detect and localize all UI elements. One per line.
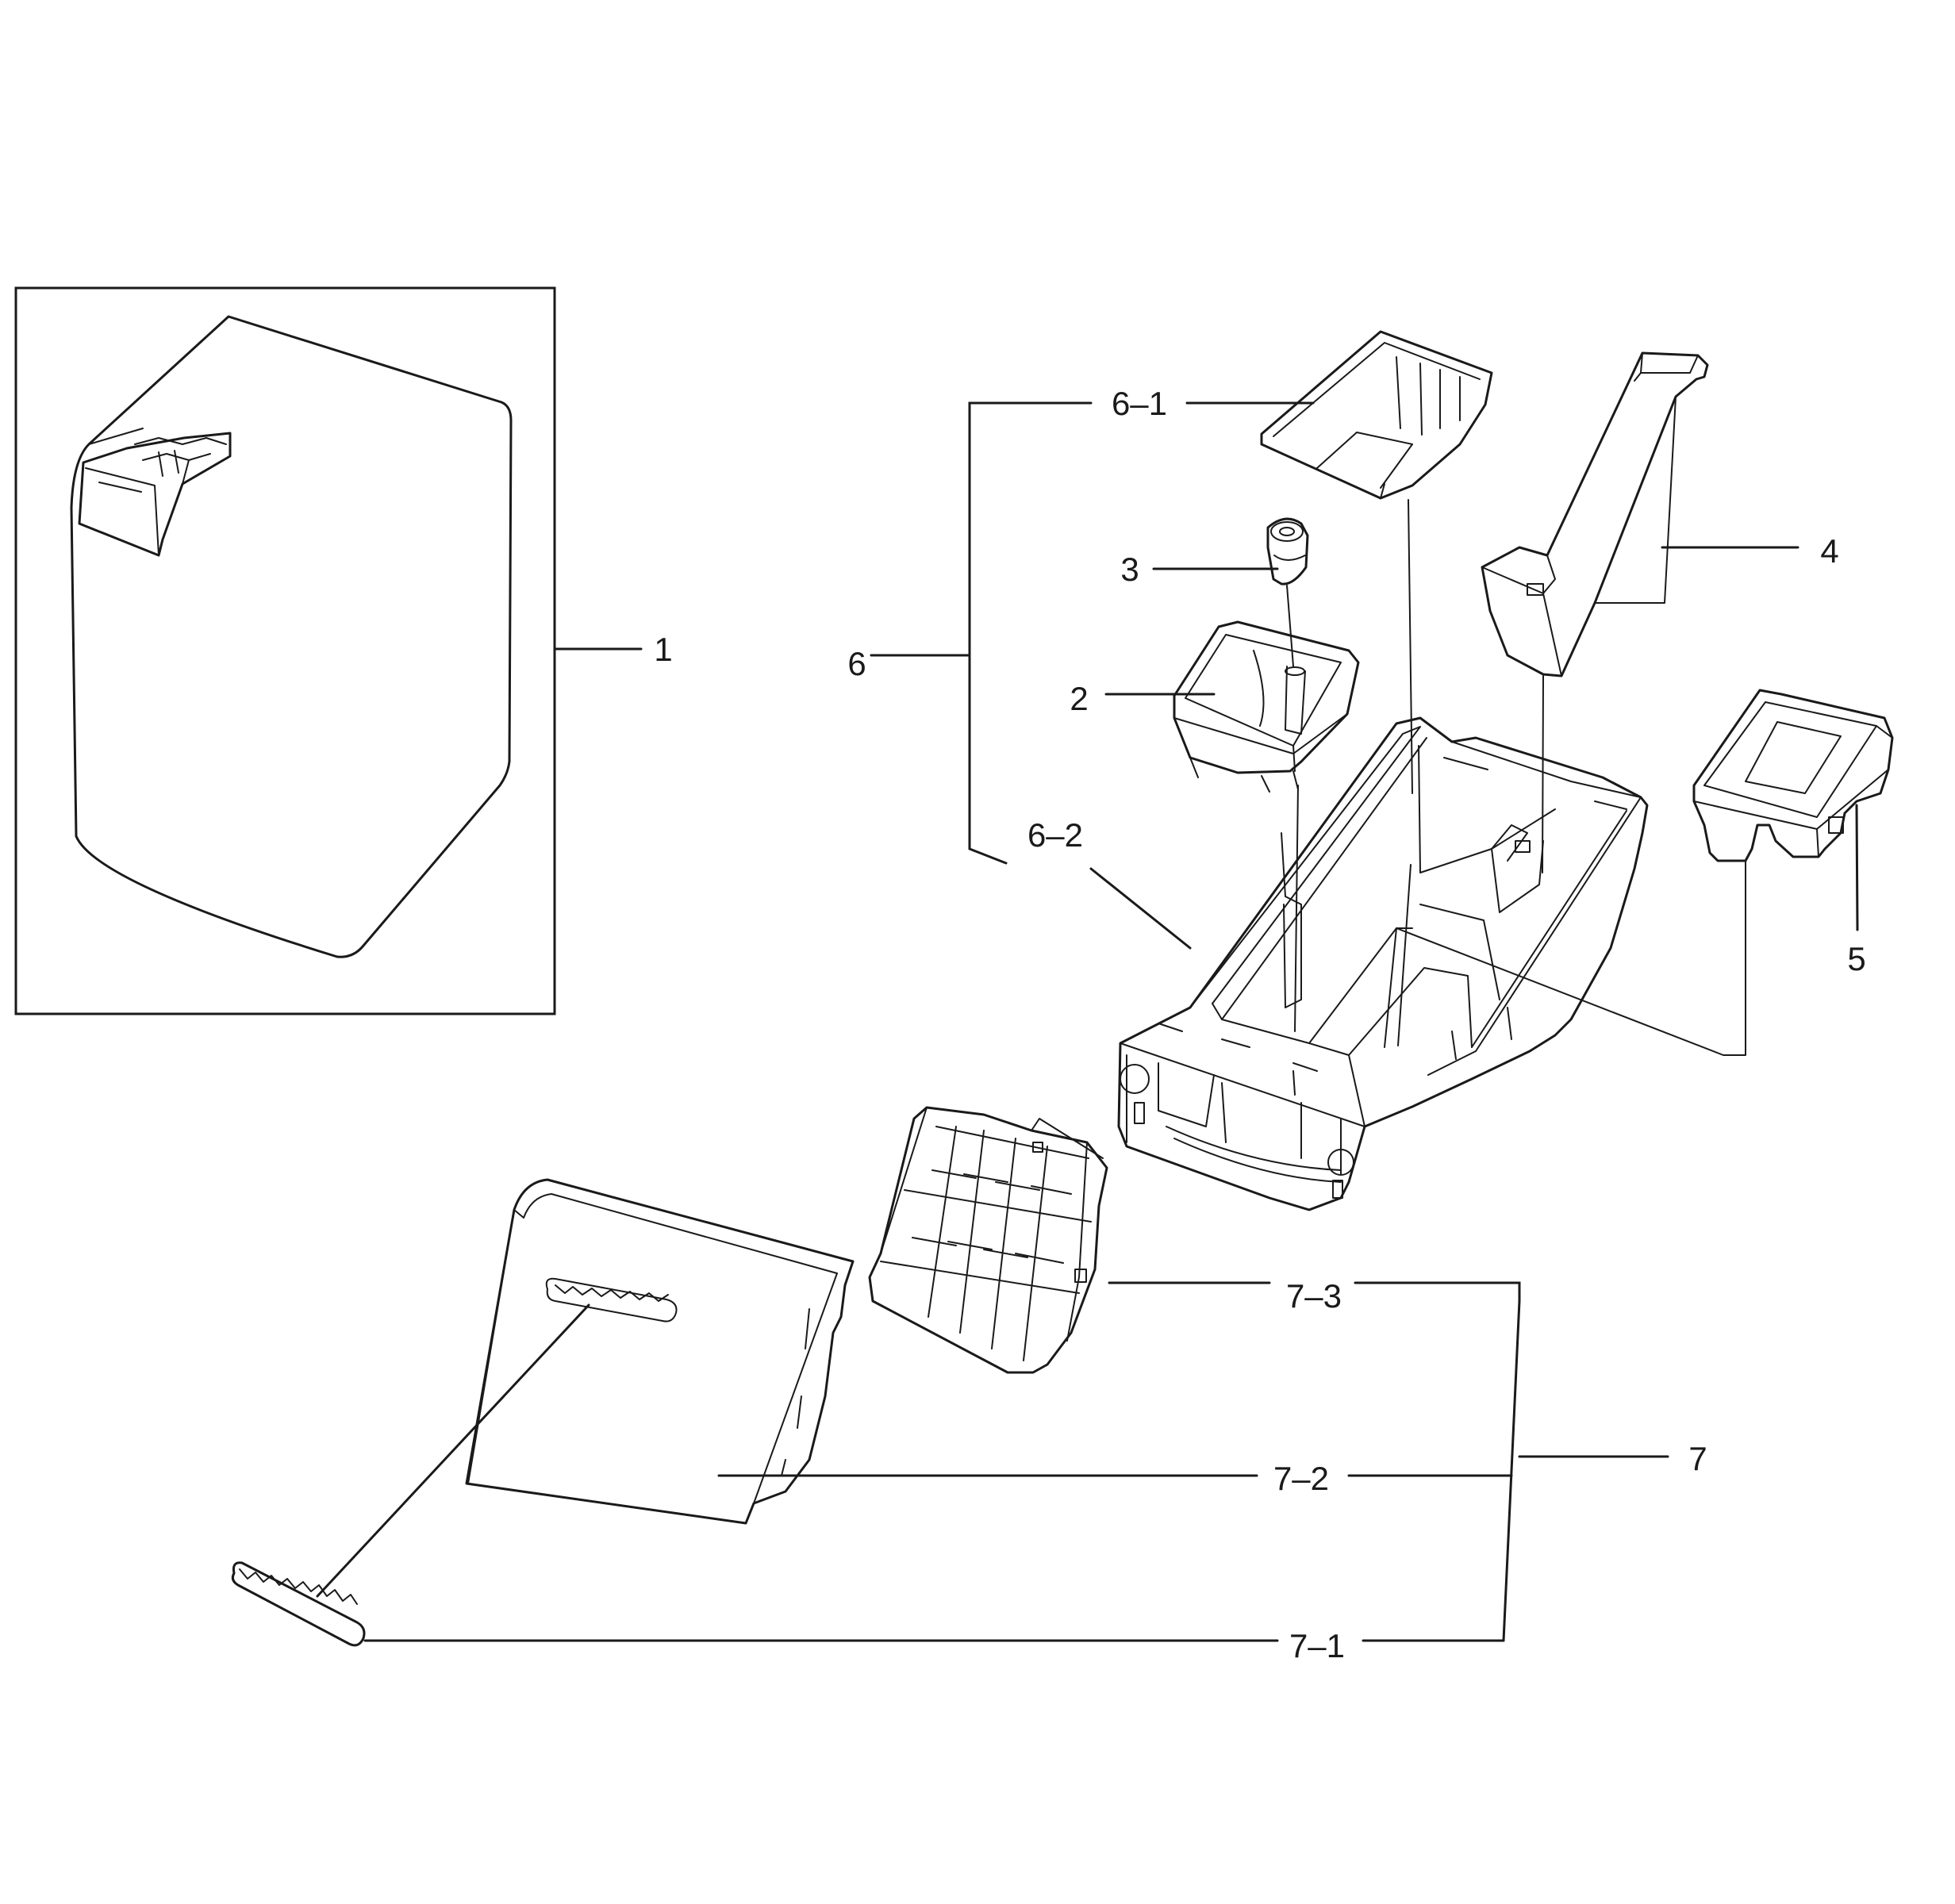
callout-4: 4 xyxy=(1820,532,1838,570)
part-7-1-strip xyxy=(231,1561,366,1647)
callout-1: 1 xyxy=(654,631,672,668)
callout-6-1: 6–1 xyxy=(1112,385,1167,422)
part-7-3-grille xyxy=(868,1106,1108,1374)
callout-7-3: 7–3 xyxy=(1286,1277,1342,1315)
callout-7: 7 xyxy=(1688,1440,1707,1477)
callout-6-2: 6–2 xyxy=(1027,816,1083,854)
part-1-frame xyxy=(14,286,556,1015)
part-3-cap xyxy=(1266,517,1309,585)
part-2-cup xyxy=(1173,620,1360,793)
part-5-tray xyxy=(1692,689,1894,862)
part-6-2-housing xyxy=(1117,716,1649,1211)
part-1-panel xyxy=(70,315,513,958)
callout-7-1: 7–1 xyxy=(1289,1627,1345,1664)
callout-2: 2 xyxy=(1070,680,1088,717)
part-1-drawer xyxy=(78,432,232,557)
callout-7-2: 7–2 xyxy=(1273,1460,1329,1497)
leader-lines xyxy=(316,401,1859,1642)
callout-3: 3 xyxy=(1120,551,1139,588)
part-7-2-panel xyxy=(465,1178,855,1525)
callout-5: 5 xyxy=(1847,940,1865,977)
callout-labels: 1 6–1 3 6 2 4 6–2 5 7–3 7 7–2 7–1 xyxy=(654,385,1865,1664)
assembly-guide-lines xyxy=(1281,499,1746,1056)
part-4-bin xyxy=(1481,351,1709,678)
callout-6: 6 xyxy=(847,645,866,682)
part-6-1-tray xyxy=(1260,330,1493,500)
part-1-cabinet-assembly xyxy=(14,286,556,1015)
